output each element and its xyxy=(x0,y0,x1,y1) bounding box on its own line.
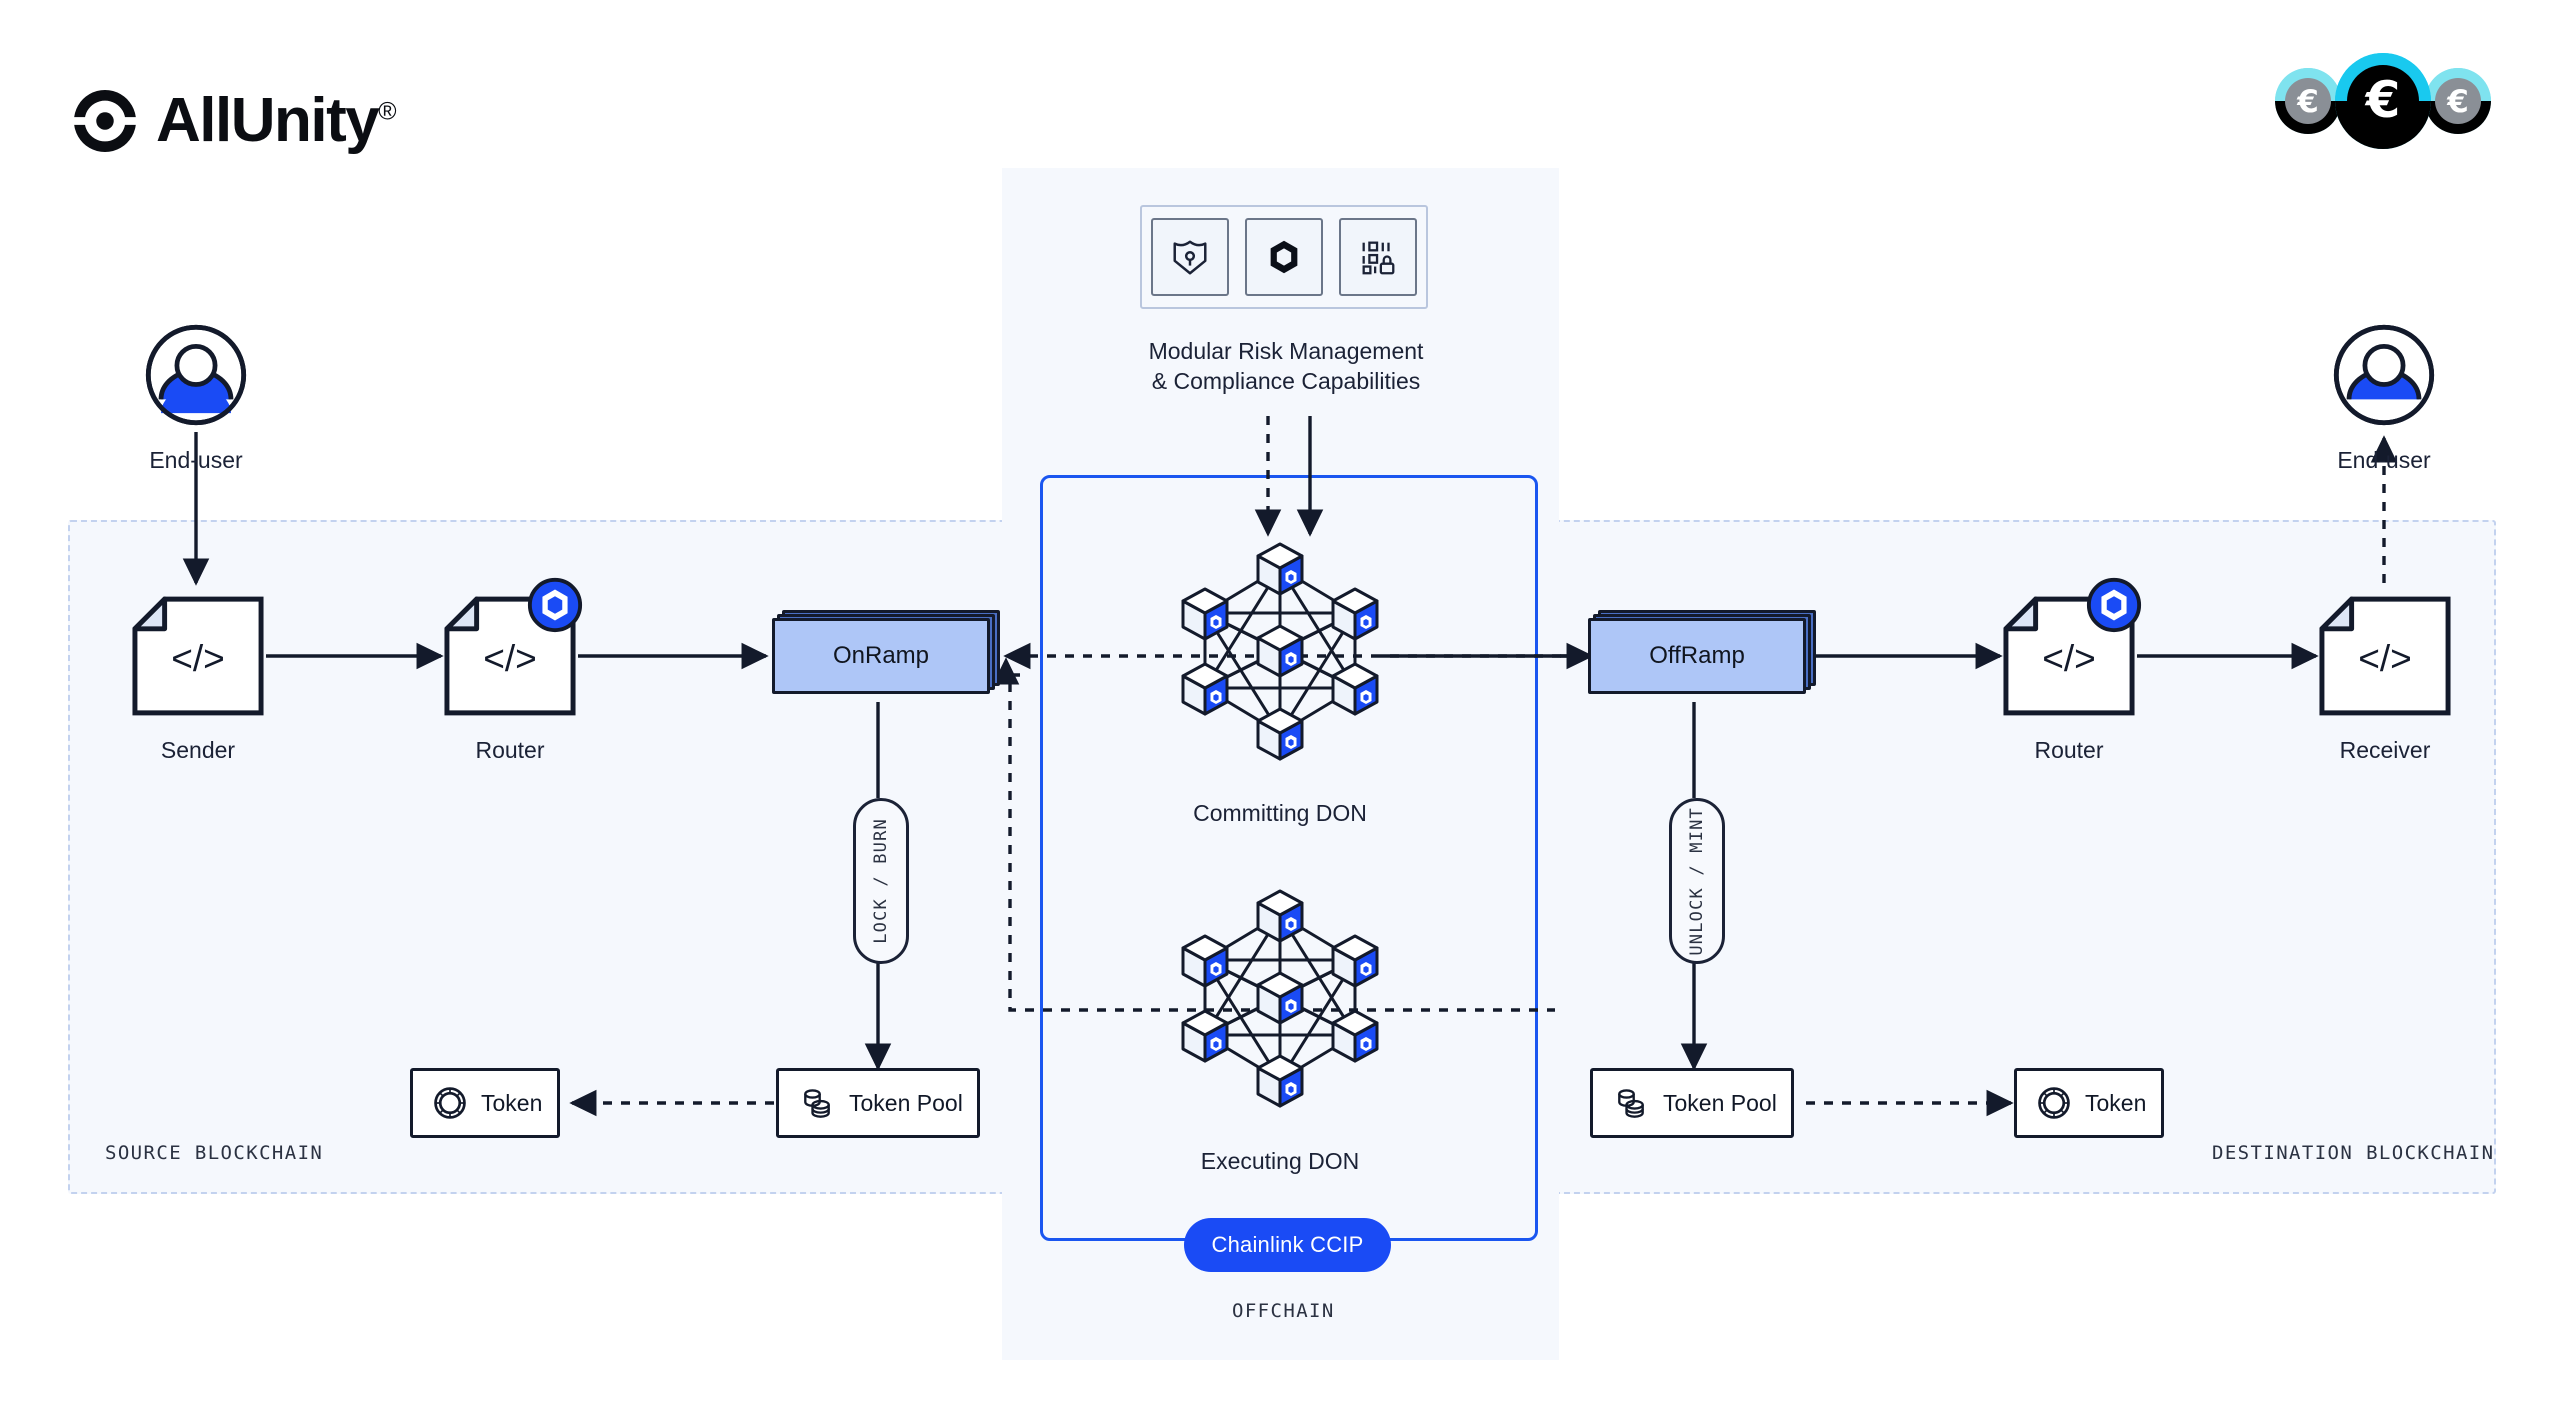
offchain-label: OFFCHAIN xyxy=(1232,1300,1335,1322)
unlock-mint-capsule: UNLOCK / MINT xyxy=(1669,798,1725,964)
onramp-label: OnRamp xyxy=(772,618,990,694)
offramp-node[interactable]: OffRamp xyxy=(1588,610,1816,694)
shield-keyhole-icon xyxy=(1173,240,1207,275)
onramp-node[interactable]: OnRamp xyxy=(772,610,1000,694)
don-node-network-icon xyxy=(1181,542,1379,761)
user-avatar-icon xyxy=(2333,324,2435,426)
don-node-network-icon xyxy=(1181,889,1379,1108)
source-blockchain-label: SOURCE BLOCKCHAIN xyxy=(105,1142,324,1164)
risk-capabilities-group xyxy=(1140,205,1428,309)
token-coin-icon xyxy=(434,1087,466,1119)
destination-end-user-label: End-user xyxy=(2337,447,2431,473)
svg-text:</>: </> xyxy=(171,637,225,679)
svg-text:</>: </> xyxy=(2042,637,2096,679)
lock-burn-capsule: LOCK / BURN xyxy=(853,798,909,964)
risk-tile-shield[interactable] xyxy=(1151,218,1229,296)
risk-caption-line2: & Compliance Capabilities xyxy=(1151,368,1421,395)
token-coin-icon xyxy=(2038,1087,2070,1119)
executing-don-node[interactable] xyxy=(1160,875,1400,1120)
chainlink-ccip-label: Chainlink CCIP xyxy=(1211,1232,1364,1257)
receiver-label: Receiver xyxy=(2339,737,2431,763)
code-document-icon: </> xyxy=(2319,596,2451,716)
executing-don-label: Executing DON xyxy=(1200,1148,1360,1174)
svg-text:</>: </> xyxy=(483,637,537,679)
sender-node[interactable]: </> Sender xyxy=(130,594,266,764)
offramp-label: OffRamp xyxy=(1588,618,1806,694)
chainlink-ccip-pill[interactable]: Chainlink CCIP xyxy=(1184,1218,1391,1272)
source-end-user[interactable]: End-user xyxy=(143,322,249,474)
euro-symbol-center: € xyxy=(2365,71,2401,129)
chainlink-hexagon-icon xyxy=(1270,240,1298,274)
committing-don-label: Committing DON xyxy=(1193,800,1367,826)
data-lock-icon xyxy=(1362,241,1395,275)
risk-caption: Modular Risk Management & Compliance Cap… xyxy=(1136,336,1436,397)
allunity-target-icon xyxy=(72,89,138,153)
source-token-box[interactable]: Token xyxy=(410,1068,560,1138)
destination-router-node[interactable]: </> Router xyxy=(2001,577,2142,764)
source-token-pool-label: Token Pool xyxy=(849,1089,963,1116)
source-router-node[interactable]: </> Router xyxy=(442,577,583,764)
allunity-wordmark: AllUnity® xyxy=(156,90,397,152)
lock-burn-label: LOCK / BURN xyxy=(871,818,891,944)
token-pool-stack-icon xyxy=(804,1089,830,1118)
destination-token-label: Token xyxy=(2085,1089,2147,1116)
allunity-trademark: ® xyxy=(378,98,397,126)
chainlink-badge-icon xyxy=(2086,577,2142,633)
allunity-wordmark-text: AllUnity xyxy=(156,86,380,155)
code-document-icon: </> xyxy=(132,596,264,716)
source-token-pool-box[interactable]: Token Pool xyxy=(776,1068,980,1138)
destination-router-label: Router xyxy=(2034,737,2104,763)
token-pool-stack-icon xyxy=(1618,1089,1644,1118)
euro-coin-stack-icon: € € € xyxy=(2275,53,2491,149)
committing-don-node[interactable] xyxy=(1160,528,1400,773)
destination-token-box[interactable]: Token xyxy=(2014,1068,2164,1138)
source-token-label: Token xyxy=(481,1089,543,1116)
destination-end-user[interactable]: End-user xyxy=(2331,322,2437,474)
source-end-user-label: End-user xyxy=(149,447,243,473)
euro-coin-stack: € € € xyxy=(2268,46,2498,156)
source-router-label: Router xyxy=(475,737,545,763)
euro-symbol-right: € xyxy=(2446,84,2469,120)
allunity-logo: AllUnity® xyxy=(72,88,397,154)
receiver-node[interactable]: </> Receiver xyxy=(2317,594,2453,764)
user-avatar-icon xyxy=(145,324,247,426)
unlock-mint-label: UNLOCK / MINT xyxy=(1687,806,1707,956)
risk-caption-line1: Modular Risk Management xyxy=(1148,338,1424,364)
destination-token-pool-label: Token Pool xyxy=(1663,1089,1777,1116)
destination-token-pool-box[interactable]: Token Pool xyxy=(1590,1068,1794,1138)
risk-tile-data-lock[interactable] xyxy=(1339,218,1417,296)
risk-tile-chainlink[interactable] xyxy=(1245,218,1323,296)
destination-blockchain-label: DESTINATION BLOCKCHAIN xyxy=(2212,1142,2495,1164)
chainlink-badge-icon xyxy=(527,577,583,633)
euro-symbol-left: € xyxy=(2296,84,2319,120)
sender-label: Sender xyxy=(160,737,236,763)
svg-text:</>: </> xyxy=(2358,637,2412,679)
